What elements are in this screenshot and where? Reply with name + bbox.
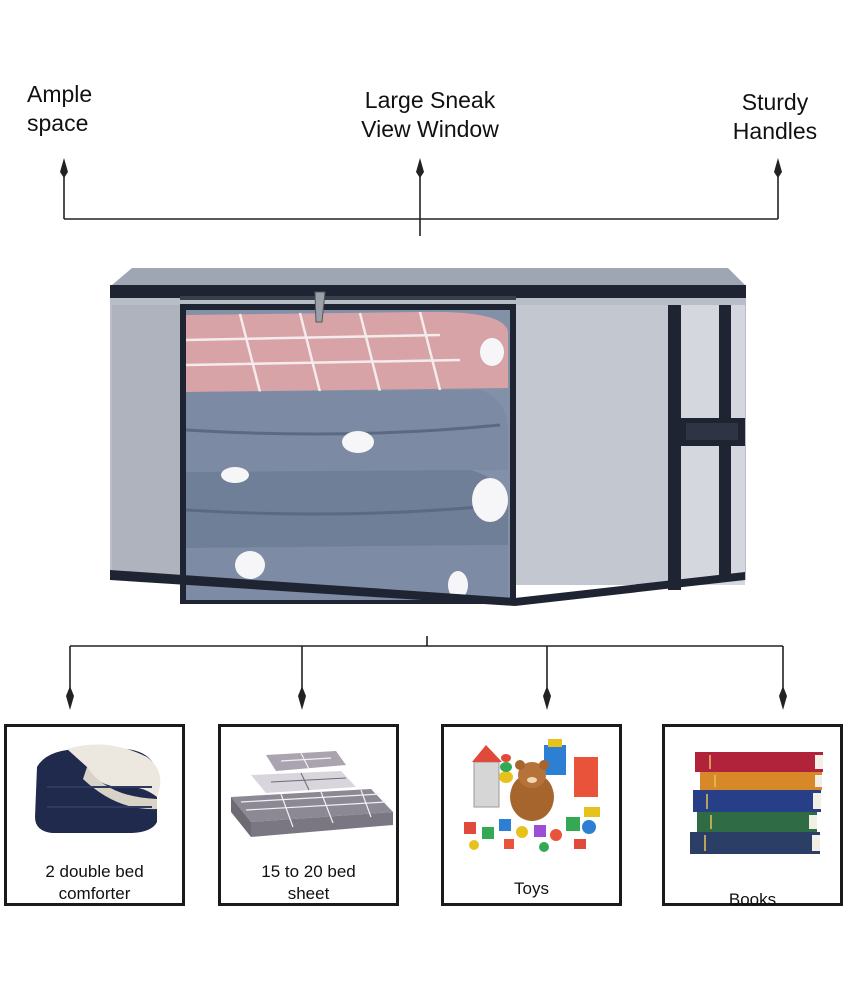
item-label: 2 double bed comforter xyxy=(45,862,144,903)
bed-sheets-icon xyxy=(231,751,393,837)
toys-icon xyxy=(464,739,600,852)
comforter-icon xyxy=(35,744,161,833)
item-card-bed-sheets: 15 to 20 bed sheet xyxy=(218,724,399,906)
top-arrowheads xyxy=(60,158,782,178)
item-label: Toys xyxy=(514,879,549,898)
item-card-toys: Toys xyxy=(441,724,622,906)
feature-label-ample-space: Ample space xyxy=(27,81,93,136)
feature-label-sneak-window: Large Sneak View Window xyxy=(361,87,499,142)
bottom-arrowheads xyxy=(66,686,787,710)
bottom-connector-lines xyxy=(69,636,784,700)
feature-label-handles: Sturdy Handles xyxy=(732,89,818,144)
item-card-comforter: 2 double bed comforter xyxy=(4,724,185,906)
item-label: 15 to 20 bed sheet xyxy=(261,862,356,903)
storage-bag-image xyxy=(110,268,746,606)
item-label: Books xyxy=(728,890,777,909)
books-icon xyxy=(690,752,823,854)
item-card-books: Books xyxy=(662,724,843,909)
